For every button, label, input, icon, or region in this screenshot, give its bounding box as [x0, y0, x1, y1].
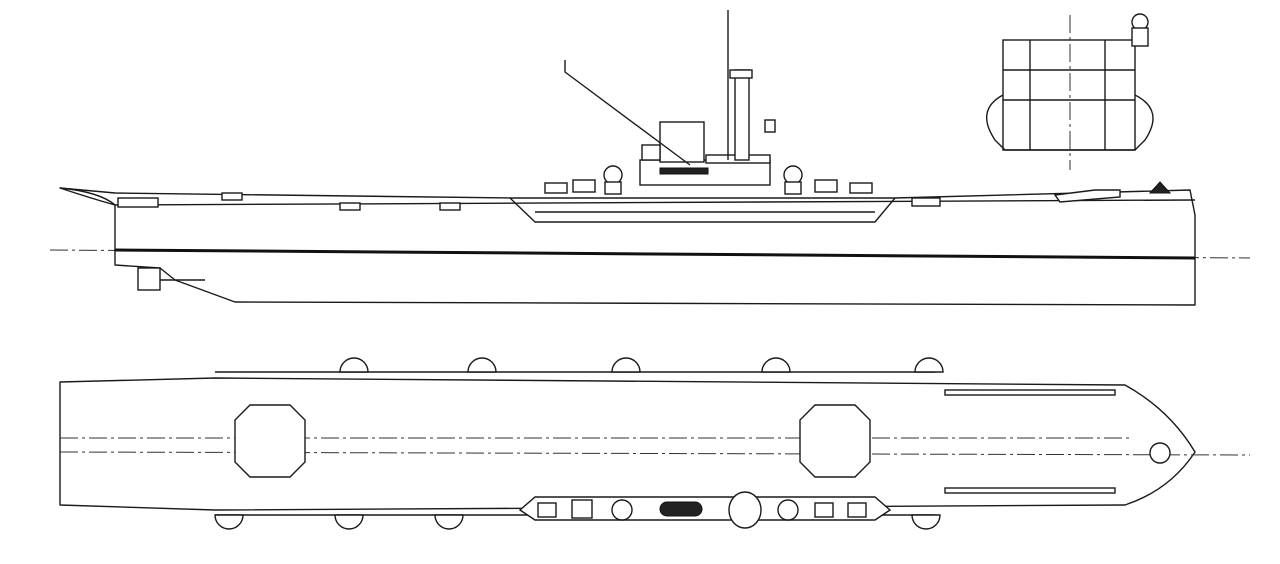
- sponsons-port: [339, 357, 944, 373]
- boot-topping: [114, 248, 1196, 260]
- mast-plan: [728, 491, 762, 529]
- funnel-band: [659, 167, 709, 175]
- island-sponson: [509, 197, 896, 223]
- section-turret-base: [1131, 27, 1149, 47]
- crane-boom: [564, 60, 691, 166]
- hull-outline: [59, 187, 1196, 306]
- catapult-track: [944, 389, 1116, 396]
- catapult-track: [944, 487, 1116, 494]
- director: [641, 144, 661, 161]
- island-gun-mounts: [537, 499, 867, 519]
- funnel-plan: [659, 501, 703, 517]
- turret-plan: [611, 499, 633, 521]
- deck-edge: [114, 199, 1196, 206]
- funnel: [659, 121, 705, 163]
- section-hull: [1002, 39, 1136, 151]
- mast-tower: [734, 69, 750, 161]
- gun-mount: [849, 182, 873, 194]
- bow-turret: [1149, 442, 1171, 464]
- stern-overhang: [59, 187, 116, 206]
- gun-mount: [572, 179, 596, 193]
- mast-platform: [729, 69, 753, 79]
- searchlight: [764, 119, 776, 133]
- stern-opening: [117, 197, 159, 208]
- plan-view: [59, 357, 1251, 530]
- side-profile: [49, 10, 1251, 306]
- turret-base: [784, 181, 802, 195]
- deck-gun-tubs: [221, 181, 1172, 211]
- rudder: [137, 267, 161, 291]
- section-bulges: [986, 94, 1154, 151]
- cross-section: [986, 13, 1154, 170]
- aft-elevator: [234, 404, 306, 478]
- gun-mount: [814, 179, 838, 193]
- turret-plan: [777, 499, 799, 521]
- turret-base: [604, 181, 622, 195]
- gun-mount: [544, 182, 568, 194]
- fwd-elevator: [799, 404, 871, 478]
- flight-deck-outline: [59, 377, 1196, 511]
- sponsons-starboard: [214, 514, 941, 530]
